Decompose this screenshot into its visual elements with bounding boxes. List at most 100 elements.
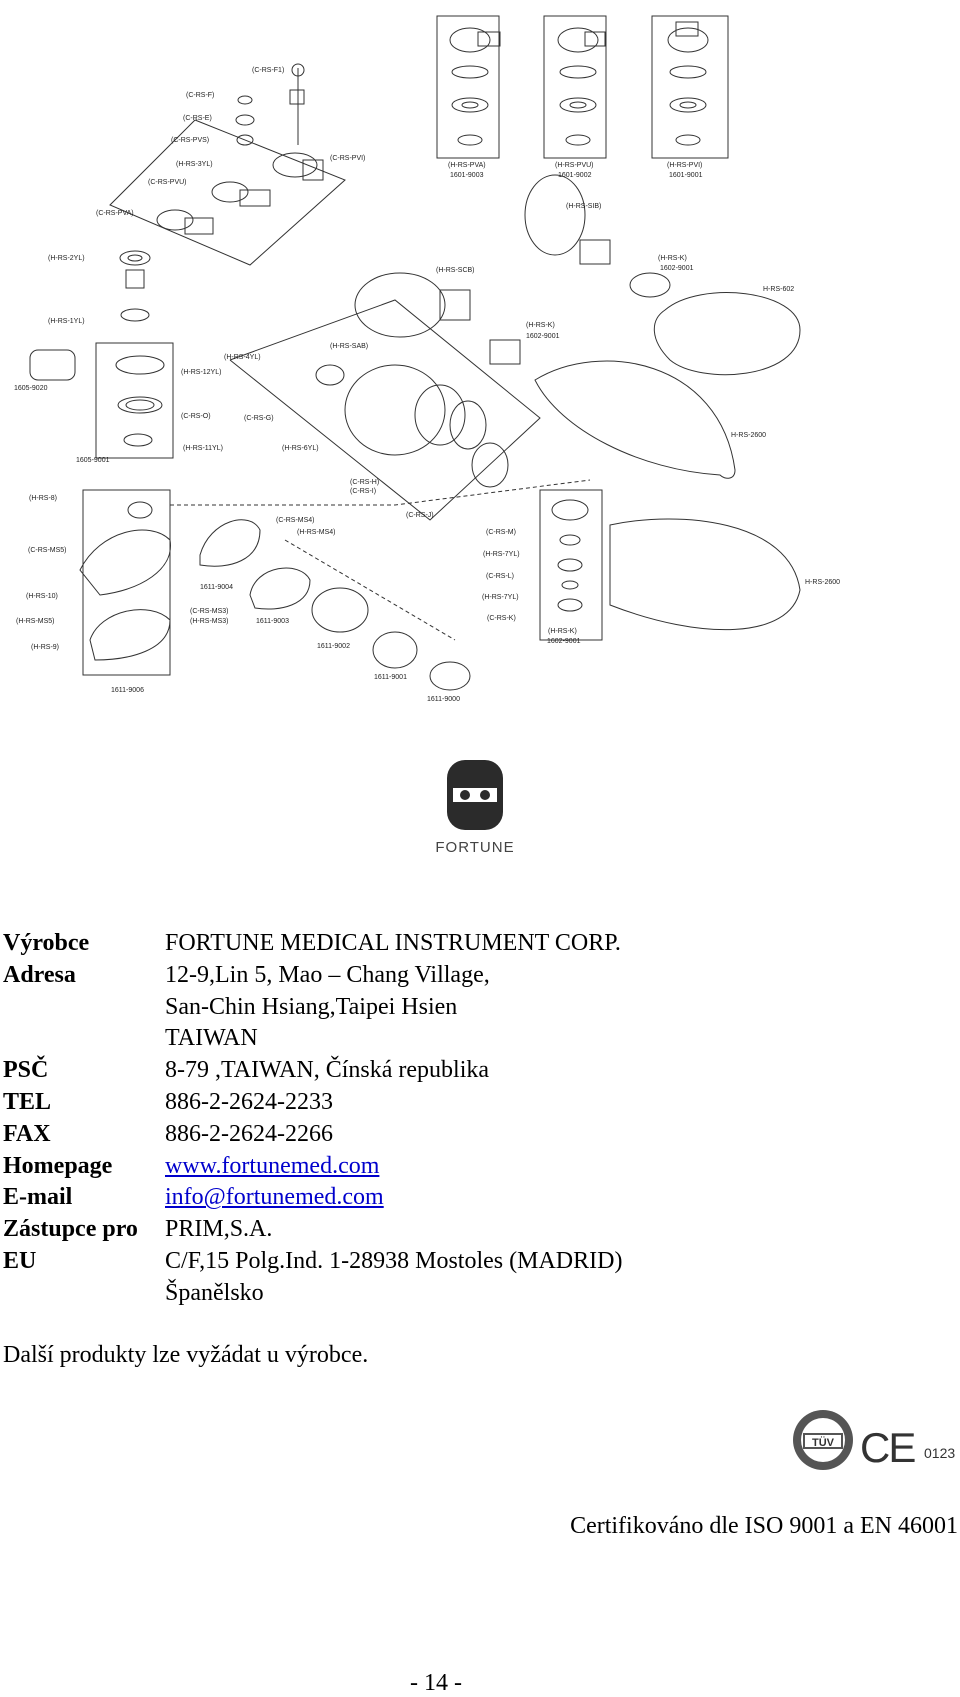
label-h-rs-10: (H-RS-10) xyxy=(26,593,58,600)
info-row: EU C/F,15 Polg.Ind. 1-28938 Mostoles (MA… xyxy=(3,1246,622,1278)
info-label: PSČ xyxy=(3,1057,49,1084)
label-h-rs-scb: (H-RS-SCB) xyxy=(436,267,475,274)
info-label: TEL xyxy=(3,1088,52,1115)
info-row: TAIWAN xyxy=(3,1023,622,1055)
manufacturer-info: Výrobce FORTUNE MEDICAL INSTRUMENT CORP.… xyxy=(3,928,622,1310)
info-label: Adresa xyxy=(3,961,76,988)
label-1611-9006: 1611-9006 xyxy=(111,687,144,694)
fortune-logo: FORTUNE xyxy=(435,760,514,856)
label-1611-9000: 1611-9000 xyxy=(427,696,460,703)
info-row: TEL 886-2-2624-2233 xyxy=(3,1087,622,1119)
label-1601-9002: 1601-9002 xyxy=(558,172,592,179)
label-h-rs-2600-a: H-RS-2600 xyxy=(731,432,766,439)
label-1602-9001-bot: 1602-9001 xyxy=(547,638,581,645)
info-value: FORTUNE MEDICAL INSTRUMENT CORP. xyxy=(165,930,621,956)
label-1602-9001-top: 1602-9001 xyxy=(660,265,694,272)
label-h-rs-ms3: (H-RS-MS3) xyxy=(190,618,229,625)
label-c-rs-pvu: (C-RS-PVU) xyxy=(148,179,187,186)
label-c-rs-j: (C-RS-J) xyxy=(406,512,434,519)
info-value: San-Chin Hsiang,Taipei Hsien xyxy=(165,993,458,1020)
info-row: San-Chin Hsiang,Taipei Hsien xyxy=(3,992,622,1024)
label-h-rs-3yl: (H-RS-3YL) xyxy=(176,161,213,168)
label-h-rs-9: (H-RS-9) xyxy=(31,644,59,651)
notified-body-number: 0123 xyxy=(924,1445,955,1461)
info-value: 886-2-2624-2266 xyxy=(165,1120,333,1147)
info-label: FAX xyxy=(3,1120,51,1147)
label-1611-9004: 1611-9004 xyxy=(200,584,233,591)
label-h-rs-7yl-b: (H-RS-7YL) xyxy=(482,594,519,601)
label-1611-9002: 1611-9002 xyxy=(317,643,350,650)
label-c-rs-ms4: (C-RS-MS4) xyxy=(276,517,315,524)
ce-mark-icon: CE xyxy=(860,1424,915,1471)
info-row: Adresa 12-9,Lin 5, Mao – Chang Village, xyxy=(3,960,622,992)
exploded-parts-diagram: (C-RS-F1) (C-RS-F) (C-RS-E) (C-RS-PVS) (… xyxy=(14,15,840,703)
label-h-rs-11yl: (H-RS-11YL) xyxy=(183,445,223,452)
info-value: TAIWAN xyxy=(165,1025,258,1052)
label-1601-9001: 1601-9001 xyxy=(669,172,703,179)
label-c-rs-o: (C-RS-O) xyxy=(181,413,211,420)
label-h-rs-ms5: (H-RS-MS5) xyxy=(16,618,55,625)
label-h-rs-pva: (H-RS-PVA) xyxy=(448,162,486,169)
info-value: PRIM,S.A. xyxy=(165,1216,273,1243)
certification-statement: Certifikováno dle ISO 9001 a EN 46001 xyxy=(570,1513,958,1539)
label-h-rs-1yl: (H-RS-1YL) xyxy=(48,318,85,325)
label-h-rs-12yl: (H-RS-12YL) xyxy=(181,369,221,376)
label-c-rs-g: (C-RS-G) xyxy=(244,415,274,422)
label-1601-9003: 1601-9003 xyxy=(450,172,484,179)
label-h-rs-ms4: (H-RS-MS4) xyxy=(297,529,336,536)
info-value: 12-9,Lin 5, Mao – Chang Village, xyxy=(165,961,490,988)
label-c-rs-pva: (C-RS-PVA) xyxy=(96,210,134,217)
label-c-rs-m: (C-RS-M) xyxy=(486,529,516,536)
label-h-rs-sab: (H-RS-SAB) xyxy=(330,343,368,350)
logo-wordmark: FORTUNE xyxy=(435,839,514,856)
info-label: EU xyxy=(3,1247,37,1274)
info-row: FAX 886-2-2624-2266 xyxy=(3,1119,622,1151)
label-h-rs-4yl: (H-RS-4YL) xyxy=(224,354,261,361)
info-row: Výrobce FORTUNE MEDICAL INSTRUMENT CORP. xyxy=(3,928,622,960)
label-h-rs-k-mid: (H-RS-K) xyxy=(526,322,555,329)
label-h-rs-2600-b: H-RS-2600 xyxy=(805,579,840,586)
products-note: Další produkty lze vyžádat u výrobce. xyxy=(3,1342,369,1368)
label-1611-9003: 1611-9003 xyxy=(256,618,289,625)
label-c-rs-pvs: (C-RS-PVS) xyxy=(171,137,209,144)
label-c-rs-pvi: (C-RS-PVI) xyxy=(330,155,365,162)
label-c-rs-ms3: (C-RS-MS3) xyxy=(190,608,229,615)
email-link[interactable]: info@fortunemed.com xyxy=(165,1184,384,1211)
info-value: C/F,15 Polg.Ind. 1-28938 Mostoles (MADRI… xyxy=(165,1247,623,1274)
label-h-rs-8: (H-RS-8) xyxy=(29,495,57,502)
tuv-mark-icon: TÜV xyxy=(793,1410,853,1470)
label-c-rs-l: (C-RS-L) xyxy=(486,573,514,580)
label-c-rs-h: (C-RS-H) xyxy=(350,479,379,486)
label-c-rs-e: (C-RS-E) xyxy=(183,115,212,122)
label-c-rs-ms5: (C-RS-MS5) xyxy=(28,547,67,554)
label-c-rs-f1: (C-RS-F1) xyxy=(252,67,284,74)
info-value: 886-2-2624-2233 xyxy=(165,1088,333,1115)
label-c-rs-k: (C-RS-K) xyxy=(487,615,516,622)
label-h-rs-sib: (H-RS-SIB) xyxy=(566,203,601,210)
label-h-rs-pvi: (H-RS-PVI) xyxy=(667,162,702,169)
info-label: Homepage xyxy=(3,1152,113,1179)
info-label: Zástupce pro xyxy=(3,1216,138,1243)
label-1611-9001: 1611-9001 xyxy=(374,674,407,681)
label-1605-9001: 1605-9001 xyxy=(76,457,110,464)
info-value: Španělsko xyxy=(165,1279,264,1306)
label-h-rs-7yl-a: (H-RS-7YL) xyxy=(483,551,520,558)
label-h-rs-2yl: (H-RS-2YL) xyxy=(48,255,85,262)
homepage-link[interactable]: www.fortunemed.com xyxy=(165,1152,380,1179)
info-label xyxy=(3,1278,165,1310)
label-c-rs-f: (C-RS-F) xyxy=(186,92,214,99)
label-c-rs-i: (C-RS-I) xyxy=(350,488,376,495)
label-1602-9001-mid: 1602-9001 xyxy=(526,333,560,340)
label-h-rs-602: H-RS-602 xyxy=(763,286,794,293)
label-h-rs-k-bot: (H-RS-K) xyxy=(548,628,577,635)
label-h-rs-k-top: (H-RS-K) xyxy=(658,255,687,262)
info-label xyxy=(3,992,165,1024)
info-row: Homepage www.fortunemed.com xyxy=(3,1151,622,1183)
certification-marks: TÜV CE 0123 xyxy=(793,1410,955,1471)
info-row: Španělsko xyxy=(3,1278,622,1310)
label-h-rs-pvu: (H-RS-PVU) xyxy=(555,162,594,169)
info-label xyxy=(3,1023,165,1055)
info-row: PSČ 8-79 ,TAIWAN, Čínská republika xyxy=(3,1055,622,1087)
info-row: Zástupce pro PRIM,S.A. xyxy=(3,1214,622,1246)
info-row: E-mail info@fortunemed.com xyxy=(3,1182,622,1214)
